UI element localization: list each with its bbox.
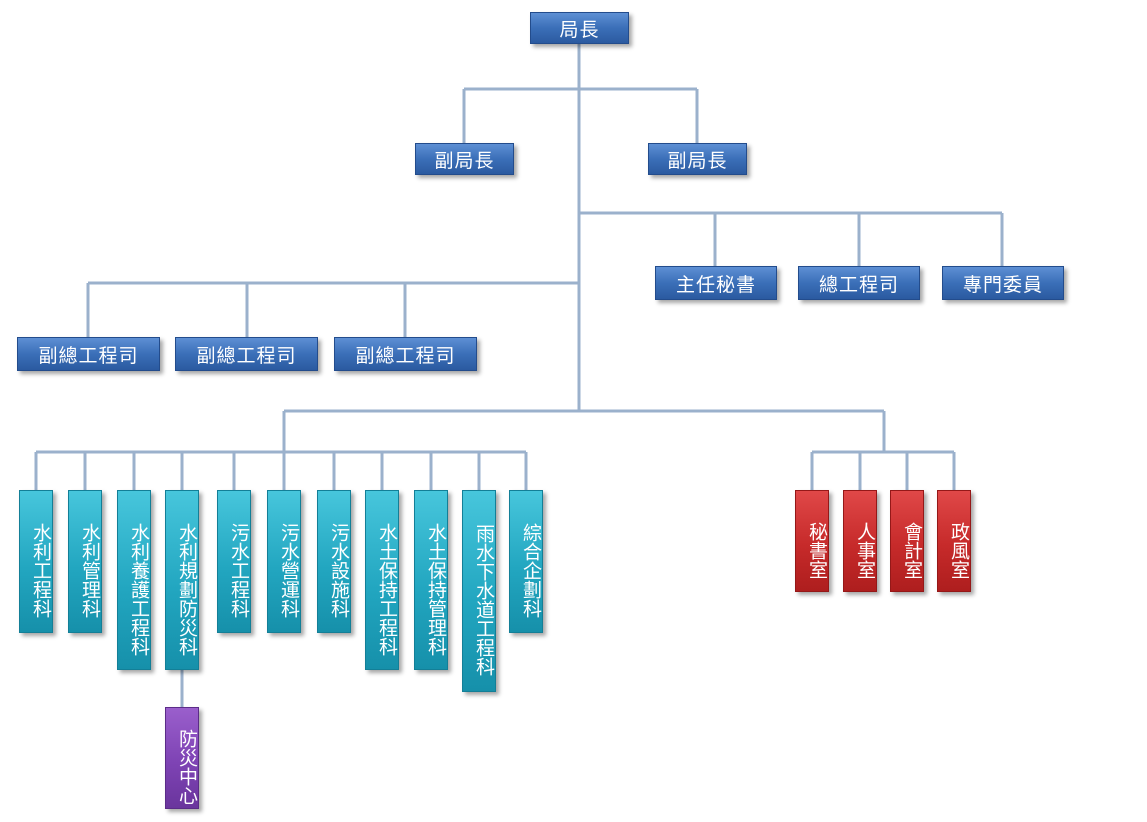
section-box-6: 污水營運科 xyxy=(267,490,301,633)
office-box-secretariat: 秘書室 xyxy=(795,490,829,592)
office-box-ethics: 政風室 xyxy=(937,490,971,592)
director-box: 局長 xyxy=(530,12,629,44)
section-box-5: 污水工程科 xyxy=(217,490,251,633)
section-box-4: 水利規劃防災科 xyxy=(165,490,199,670)
section-box-1: 水利工程科 xyxy=(19,490,53,633)
section-box-10: 雨水下水道工程科 xyxy=(462,490,496,692)
deputy-chief-engineer-box-1: 副總工程司 xyxy=(17,337,160,371)
senior-specialist-box: 專門委員 xyxy=(942,266,1064,300)
section-box-9: 水土保持管理科 xyxy=(414,490,448,670)
office-box-accounting: 會計室 xyxy=(890,490,924,592)
chief-secretary-box: 主任秘書 xyxy=(655,266,777,300)
deputy-chief-engineer-box-2: 副總工程司 xyxy=(175,337,318,371)
section-box-3: 水利養護工程科 xyxy=(117,490,151,670)
deputy-director-box-2: 副局長 xyxy=(648,143,747,175)
deputy-director-box-1: 副局長 xyxy=(415,143,514,175)
deputy-chief-engineer-box-3: 副總工程司 xyxy=(334,337,477,371)
disaster-center-box: 防災中心 xyxy=(165,707,199,809)
office-box-personnel: 人事室 xyxy=(843,490,877,592)
section-box-11: 綜合企劃科 xyxy=(509,490,543,633)
section-box-8: 水土保持工程科 xyxy=(365,490,399,670)
section-box-7: 污水設施科 xyxy=(317,490,351,633)
chief-engineer-box: 總工程司 xyxy=(798,266,920,300)
section-box-2: 水利管理科 xyxy=(68,490,102,633)
